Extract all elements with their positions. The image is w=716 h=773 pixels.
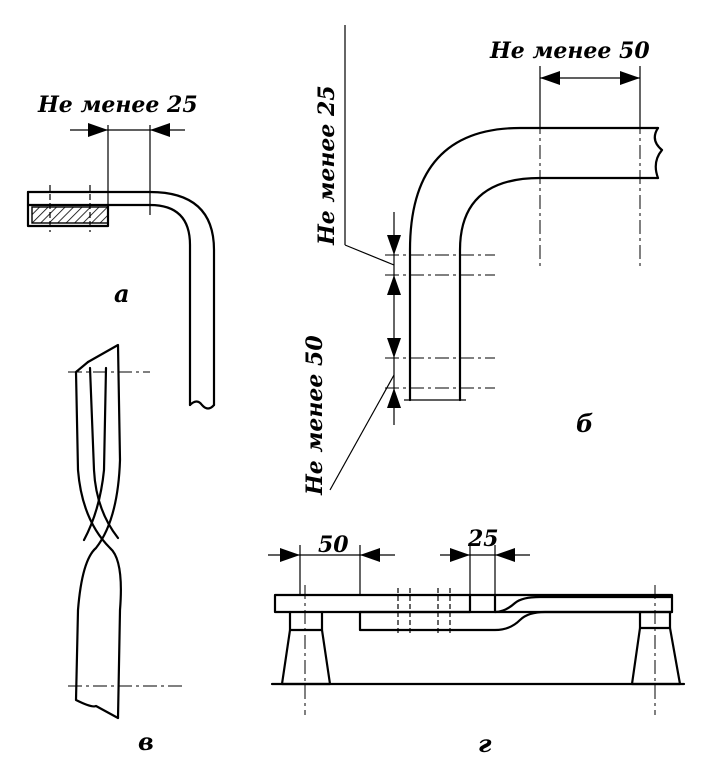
dimension-label-a: Не менее 25	[37, 92, 198, 118]
figure-a: Не менее 25 а	[26, 92, 216, 410]
dimension-arrows-b-top	[539, 66, 641, 128]
figure-v: в	[68, 343, 185, 756]
figure-b: Не менее 50	[302, 25, 664, 496]
dimension-label-g-left: 50	[318, 532, 349, 558]
figure-g: 50 25	[268, 526, 686, 758]
caption-v: в	[138, 727, 154, 756]
dimension-arrows-a	[70, 123, 185, 215]
dimension-label-b-top: Не менее 50	[489, 38, 650, 64]
caption-b: б	[576, 409, 593, 438]
dimension-label-g-right: 25	[467, 526, 499, 552]
dimension-label-b-vertical-2: Не менее 50	[302, 335, 328, 496]
dimension-label-b-vertical-1: Не менее 25	[314, 85, 340, 246]
busbar-assembly-g	[270, 585, 686, 715]
dimension-arrows-g	[268, 545, 530, 612]
caption-a: а	[114, 279, 130, 308]
dimension-arrows-b-vertical	[329, 25, 401, 491]
bent-strip-a	[26, 185, 216, 410]
caption-g: г	[478, 729, 492, 758]
twisted-bar-v	[68, 343, 185, 720]
bent-bar-b	[385, 120, 664, 402]
